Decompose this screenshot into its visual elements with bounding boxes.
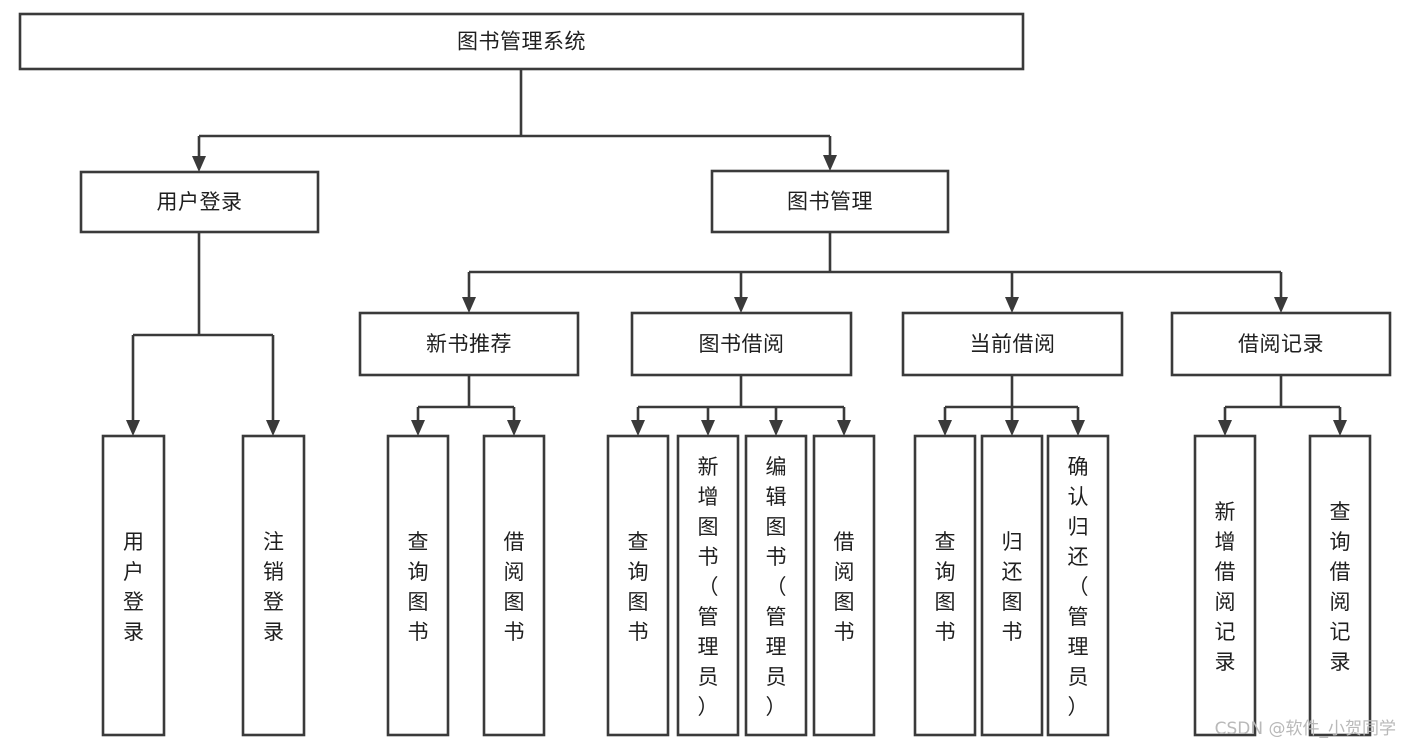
node-label-leaf-recommend-borrow-book: 借阅图书 (504, 530, 525, 644)
node-label-leaf-borrow-borrow-book: 借阅图书 (834, 530, 855, 644)
connector-arrowhead (837, 420, 851, 436)
node-root[interactable]: 图书管理系统 (18, 12, 1025, 71)
node-label-borrow-record: 借阅记录 (1238, 332, 1324, 356)
node-leaf-borrow-edit-book[interactable]: 编辑图书（管理员） (744, 434, 808, 737)
node-label-leaf-record-query: 查询借阅记录 (1330, 500, 1351, 674)
connector-arrowhead (126, 420, 140, 436)
node-box-borrow-record[interactable] (1170, 311, 1392, 377)
node-leaf-current-query-book[interactable]: 查询图书 (913, 434, 977, 737)
node-user-login[interactable]: 用户登录 (79, 170, 320, 234)
node-leaf-record-add[interactable]: 新增借阅记录 (1193, 434, 1257, 737)
node-box-root[interactable] (18, 12, 1025, 71)
node-box-current-borrow[interactable] (901, 311, 1124, 377)
node-box-user-login[interactable] (79, 170, 320, 234)
connector-arrowhead (734, 297, 748, 313)
node-book-borrow[interactable]: 图书借阅 (630, 311, 853, 377)
node-label-root: 图书管理系统 (457, 30, 586, 54)
node-current-borrow[interactable]: 当前借阅 (901, 311, 1124, 377)
connector-arrowhead (701, 420, 715, 436)
node-leaf-current-confirm-return[interactable]: 确认归还（管理员） (1046, 434, 1110, 737)
node-box-leaf-logout[interactable] (241, 434, 306, 737)
node-label-current-borrow: 当前借阅 (970, 332, 1056, 356)
connector-arrowhead (1333, 420, 1347, 436)
node-label-leaf-borrow-edit-book: 编辑图书（管理员） (766, 455, 787, 719)
node-box-leaf-record-add[interactable] (1193, 434, 1257, 737)
connector-arrowhead (462, 297, 476, 313)
node-leaf-recommend-borrow-book[interactable]: 借阅图书 (482, 434, 546, 737)
node-box-leaf-borrow-query-book[interactable] (606, 434, 670, 737)
node-book-manage[interactable]: 图书管理 (710, 169, 950, 234)
node-label-new-book-recommend: 新书推荐 (426, 332, 512, 356)
nodes-layer: 图书管理系统用户登录图书管理新书推荐图书借阅当前借阅借阅记录用户登录注销登录查询… (18, 12, 1392, 737)
node-box-new-book-recommend[interactable] (358, 311, 580, 377)
node-box-leaf-current-confirm-return[interactable] (1046, 434, 1110, 737)
node-label-leaf-recommend-query-book: 查询图书 (408, 530, 429, 644)
node-box-leaf-user-login[interactable] (101, 434, 166, 737)
node-label-leaf-record-add: 新增借阅记录 (1215, 500, 1236, 674)
node-box-leaf-recommend-query-book[interactable] (386, 434, 450, 737)
node-leaf-borrow-query-book[interactable]: 查询图书 (606, 434, 670, 737)
node-label-leaf-logout: 注销登录 (263, 530, 284, 644)
connector-arrowhead (769, 420, 783, 436)
node-box-leaf-current-query-book[interactable] (913, 434, 977, 737)
node-box-book-borrow[interactable] (630, 311, 853, 377)
connector-arrowhead (1274, 297, 1288, 313)
node-new-book-recommend[interactable]: 新书推荐 (358, 311, 580, 377)
node-leaf-current-return-book[interactable]: 归还图书 (980, 434, 1044, 737)
connector-arrowhead (1071, 420, 1085, 436)
node-leaf-borrow-borrow-book[interactable]: 借阅图书 (812, 434, 876, 737)
node-leaf-record-query[interactable]: 查询借阅记录 (1308, 434, 1372, 737)
node-box-leaf-borrow-add-book[interactable] (676, 434, 740, 737)
node-leaf-borrow-add-book[interactable]: 新增图书（管理员） (676, 434, 740, 737)
node-label-book-manage: 图书管理 (787, 190, 873, 214)
connector-arrowhead (266, 420, 280, 436)
node-label-leaf-user-login: 用户登录 (123, 530, 144, 644)
node-leaf-logout[interactable]: 注销登录 (241, 434, 306, 737)
connector-arrowhead (1218, 420, 1232, 436)
connector-arrowhead (631, 420, 645, 436)
node-borrow-record[interactable]: 借阅记录 (1170, 311, 1392, 377)
node-label-leaf-current-return-book: 归还图书 (1002, 530, 1023, 644)
node-box-leaf-recommend-borrow-book[interactable] (482, 434, 546, 737)
connector-arrowhead (1005, 297, 1019, 313)
connector-arrowhead (192, 156, 206, 172)
node-box-leaf-record-query[interactable] (1308, 434, 1372, 737)
connector-arrowhead (938, 420, 952, 436)
connector-arrowhead (823, 155, 837, 171)
connector-arrowhead (1005, 420, 1019, 436)
node-box-leaf-borrow-edit-book[interactable] (744, 434, 808, 737)
node-leaf-user-login[interactable]: 用户登录 (101, 434, 166, 737)
connector-arrowhead (411, 420, 425, 436)
node-box-leaf-current-return-book[interactable] (980, 434, 1044, 737)
node-box-leaf-borrow-borrow-book[interactable] (812, 434, 876, 737)
connector-arrowhead (507, 420, 521, 436)
node-leaf-recommend-query-book[interactable]: 查询图书 (386, 434, 450, 737)
node-label-leaf-borrow-add-book: 新增图书（管理员） (698, 455, 719, 719)
node-label-book-borrow: 图书借阅 (699, 332, 785, 356)
node-label-leaf-current-query-book: 查询图书 (935, 530, 956, 644)
node-label-leaf-current-confirm-return: 确认归还（管理员） (1068, 455, 1089, 719)
node-label-user-login: 用户登录 (157, 190, 243, 214)
csdn-watermark: CSDN @软件_小贺同学 (1215, 719, 1396, 739)
connectors-layer (126, 69, 1347, 436)
node-label-leaf-borrow-query-book: 查询图书 (628, 530, 649, 644)
node-box-book-manage[interactable] (710, 169, 950, 234)
